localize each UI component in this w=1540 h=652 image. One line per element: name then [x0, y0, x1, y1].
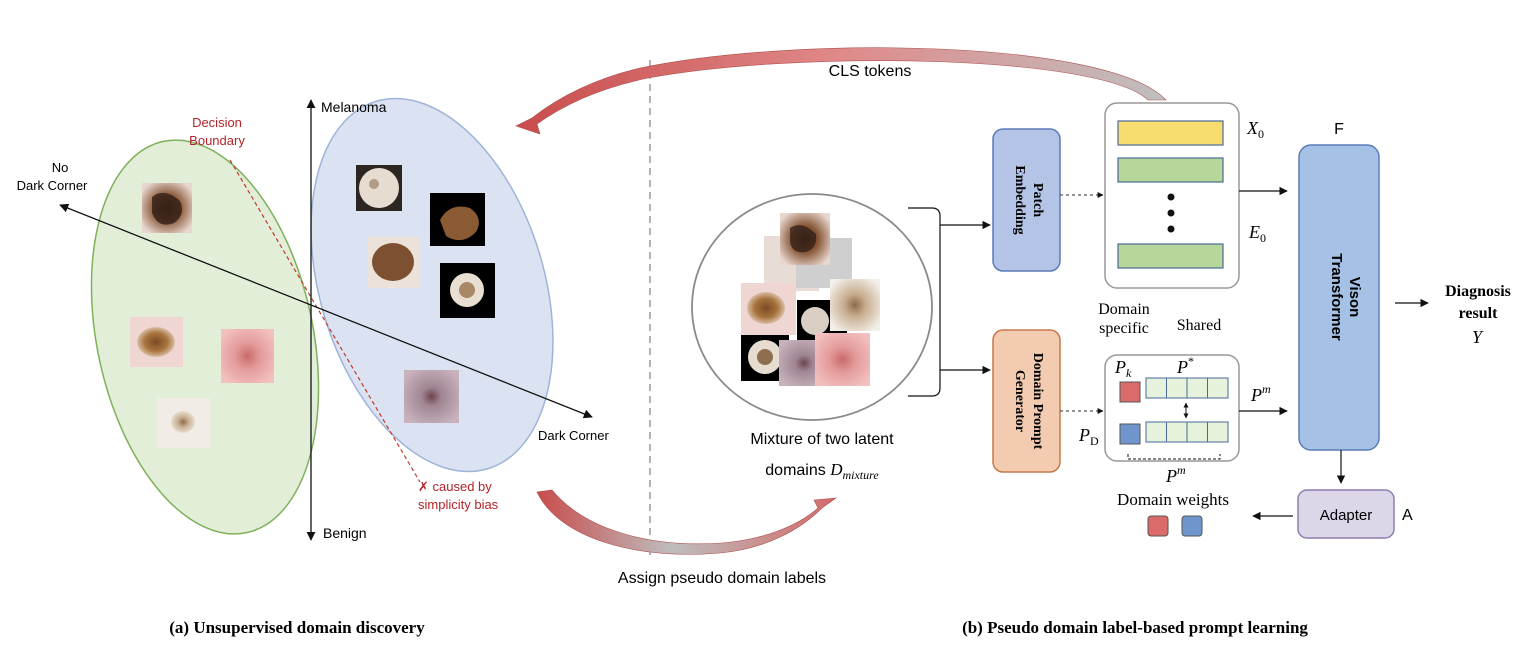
benign-cluster-ellipse	[90, 139, 320, 535]
cls-tokens-label: CLS tokens	[829, 63, 912, 80]
panel-b-caption: (b) Pseudo domain label-based prompt lea…	[962, 618, 1308, 637]
patch-embedding-label: Embedding	[1012, 165, 1027, 234]
a-label: A	[1402, 507, 1413, 524]
patch-token-bar	[1117, 157, 1224, 183]
pstar-label: P*	[1176, 354, 1194, 377]
vit-label: Transformer	[1328, 253, 1345, 341]
axis-right-label: Dark Corner	[538, 428, 609, 443]
cls-tokens-arrow	[515, 47, 1167, 135]
axis-top-label: Melanoma	[321, 99, 387, 115]
pd-label: PD	[1078, 425, 1099, 448]
lesion-image	[142, 183, 192, 233]
mixture-circle-group	[691, 193, 933, 421]
domain-specific-label: specific	[1099, 320, 1149, 337]
axis-bottom-label: Benign	[323, 525, 367, 541]
domain-prompt-blue	[1119, 423, 1141, 445]
cls-token-bar	[1117, 120, 1224, 146]
domain-prompt-generator-box: Domain Prompt Generator	[992, 329, 1061, 473]
patch-embedding-box: Patch Embedding	[992, 128, 1061, 272]
prompt-generator-label: Generator	[1012, 370, 1027, 432]
assign-labels-label: Assign pseudo domain labels	[618, 570, 826, 587]
mixture-bracket	[908, 207, 941, 397]
e0-label: E0	[1248, 222, 1266, 245]
assign-labels-arrow	[536, 489, 838, 555]
domain-weight-blue	[1181, 515, 1203, 537]
lesion-image	[430, 193, 485, 246]
pm-right-label: Pm	[1250, 382, 1271, 405]
prompt-generator-label: Domain Prompt	[1030, 353, 1045, 450]
decision-boundary-label: Decision	[192, 115, 242, 130]
lesion-image	[356, 165, 402, 211]
simplicity-bias-note: simplicity bias	[418, 497, 499, 512]
adapter-label: Adapter	[1320, 507, 1373, 524]
lesion-image	[130, 317, 183, 367]
lesion-image	[368, 237, 419, 288]
lesion-image	[440, 263, 495, 318]
simplicity-bias-note: ✗ caused by	[418, 479, 492, 494]
prompt-box	[1104, 354, 1240, 462]
panel-a: Melanoma Benign No Dark Corner Dark Corn…	[17, 97, 609, 637]
shared-prompt-row	[1145, 421, 1229, 443]
diagnosis-label: result	[1459, 305, 1498, 322]
domain-weights-label: Domain weights	[1117, 490, 1229, 509]
domain-specific-label: Domain	[1098, 301, 1150, 318]
panel-a-caption: (a) Unsupervised domain discovery	[169, 618, 425, 637]
mixture-label: domains Dmixture	[765, 460, 879, 482]
domain-weight-red	[1147, 515, 1169, 537]
lesion-image	[221, 329, 274, 383]
diagnosis-label: Diagnosis	[1445, 283, 1511, 300]
lesion-image	[404, 370, 459, 423]
token-stack-box	[1104, 102, 1240, 289]
decision-boundary-line	[229, 159, 421, 483]
patch-token-bar	[1117, 243, 1224, 269]
axis-left-label: No	[52, 160, 69, 175]
pm-bottom-label: Pm	[1165, 463, 1186, 486]
decision-boundary-label: Boundary	[189, 133, 245, 148]
pm-brace	[1127, 454, 1221, 460]
shared-prompt-row	[1145, 377, 1229, 399]
patch-embedding-label: Patch	[1030, 183, 1045, 217]
domain-prompt-red	[1119, 381, 1141, 403]
y-label: Y	[1472, 327, 1484, 347]
axis-left-label: Dark Corner	[17, 178, 88, 193]
dark-corner-axis	[59, 203, 593, 419]
f-label: F	[1334, 121, 1344, 138]
pk-label: Pk	[1114, 357, 1132, 380]
mixture-label: Mixture of two latent	[750, 431, 894, 448]
lesion-image	[157, 398, 210, 448]
vit-label: Vison	[1346, 277, 1363, 318]
vision-transformer-box: Vison Transformer	[1298, 144, 1380, 451]
shared-label: Shared	[1177, 317, 1221, 334]
x0-label: X0	[1246, 118, 1264, 141]
adapter-box: Adapter	[1297, 489, 1395, 539]
